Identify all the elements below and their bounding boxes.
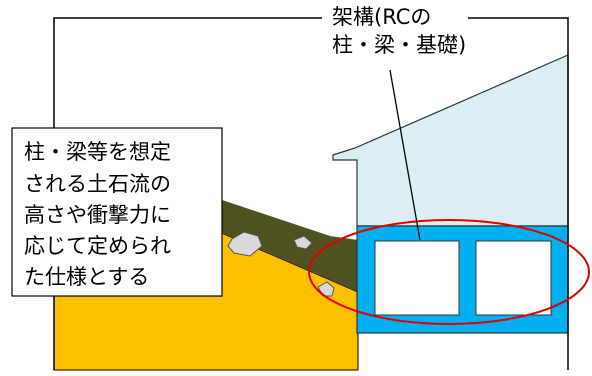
figure-border-right [468,17,569,370]
debris-flow-layer [210,196,358,292]
structure-label-line-2: 柱・梁・基礎) [332,33,466,57]
callout-line-3: 高さや衝撃力に [24,203,171,227]
callout-line-1: 柱・梁等を想定 [24,140,171,164]
callout-box [11,127,223,297]
house-upper-floor [332,54,569,227]
callout-line-4: 応じて定められ [24,234,171,258]
boulder [293,235,313,250]
rc-frame-opening-right [475,240,552,316]
structure-label-line-1: 架構(RCの [332,5,431,29]
callout-line-5: た仕様とする [24,265,149,289]
structure-label-leader-line [389,69,421,241]
rc-frame-opening-left [374,240,460,316]
boulder [227,231,263,257]
rc-frame-highlight-ellipse [308,219,590,325]
callout-line-2: される土石流の [24,172,171,196]
